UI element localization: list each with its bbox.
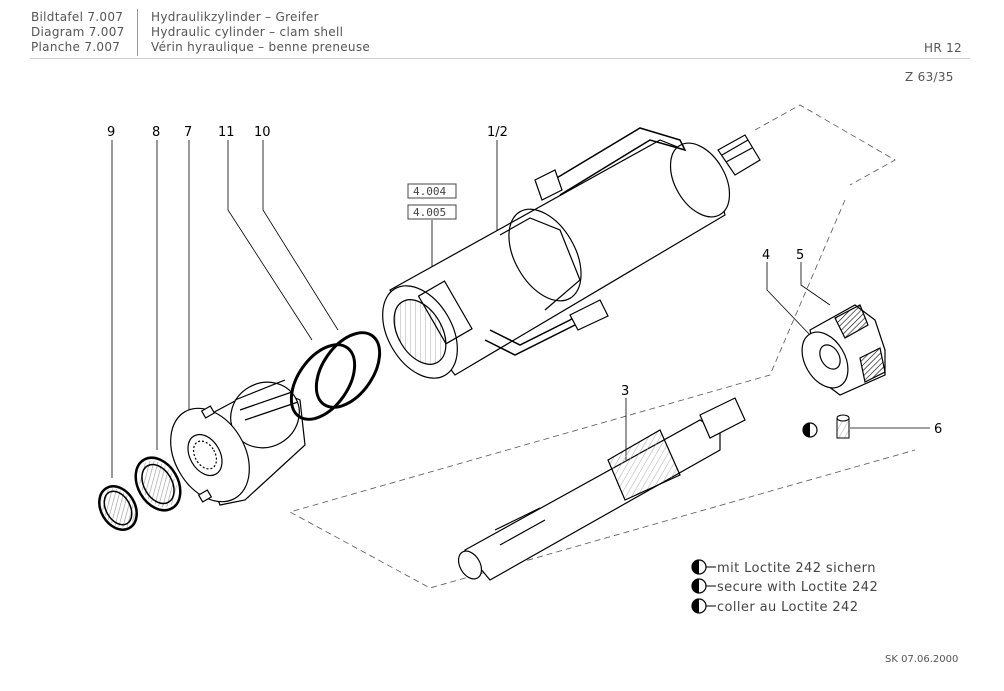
- part-label-9: 9: [107, 125, 115, 140]
- half-circle-icon: [692, 599, 699, 613]
- part-label-7: 7: [184, 125, 192, 140]
- legend-text-de: mit Loctite 242 sichern: [717, 561, 876, 576]
- legend-row-fr: coller au Loctite 242: [691, 598, 858, 615]
- half-circle-icon: [692, 579, 699, 593]
- part-label-1-2: 1/2: [487, 125, 508, 140]
- model-label: HR 12: [924, 41, 962, 55]
- loctite-icon-part-6: [802, 422, 818, 438]
- legend-text-fr: coller au Loctite 242: [717, 600, 858, 615]
- retaining-ring-9: [98, 485, 138, 531]
- part-label-4: 4: [762, 248, 770, 263]
- o-ring-11: [289, 343, 357, 421]
- legend-text-en: secure with Loctite 242: [717, 580, 878, 595]
- slotted-nut-4-5: [801, 304, 886, 396]
- part-label-5: 5: [796, 248, 804, 263]
- ref-code-box-1: 4.004: [407, 183, 457, 199]
- part-label-8: 8: [152, 125, 160, 140]
- drawing-number: Z 63/35: [905, 70, 954, 84]
- diagram-number-de: Bildtafel 7.007: [31, 10, 124, 24]
- assembly-outline: [288, 104, 916, 589]
- part-label-11: 11: [218, 125, 235, 140]
- ref-code-1: 4.004: [413, 185, 446, 198]
- diagram-number-en: Diagram 7.007: [31, 25, 125, 39]
- legend-row-en: secure with Loctite 242: [691, 578, 878, 595]
- ref-code-box-2: 4.005: [407, 204, 457, 220]
- wiper-ring-8: [134, 456, 182, 512]
- title-en: Hydraulic cylinder – clam shell: [151, 25, 344, 39]
- cylinder-1-2: [382, 127, 761, 379]
- title-fr: Vérin hyraulique – benne preneuse: [151, 40, 371, 54]
- half-circle-icon: [692, 560, 699, 574]
- diagram-number-fr: Planche 7.007: [31, 40, 121, 54]
- footer-date: SK 07.06.2000: [885, 654, 958, 665]
- title-de: Hydraulikzylinder – Greifer: [151, 10, 319, 24]
- ref-code-2: 4.005: [413, 206, 446, 219]
- set-screw-6: [836, 414, 850, 439]
- part-label-3: 3: [621, 384, 629, 399]
- header-rule: [30, 58, 970, 59]
- part-label-6: 6: [934, 422, 942, 437]
- part-label-10: 10: [254, 125, 271, 140]
- guide-bushing-7: [170, 379, 306, 506]
- header-separator: [137, 9, 138, 56]
- legend-row-de: mit Loctite 242 sichern: [691, 559, 876, 576]
- piston-rod-3: [457, 397, 746, 581]
- o-ring-10: [314, 331, 382, 409]
- loctite-legend: mit Loctite 242 sichern secure with Loct…: [691, 559, 878, 615]
